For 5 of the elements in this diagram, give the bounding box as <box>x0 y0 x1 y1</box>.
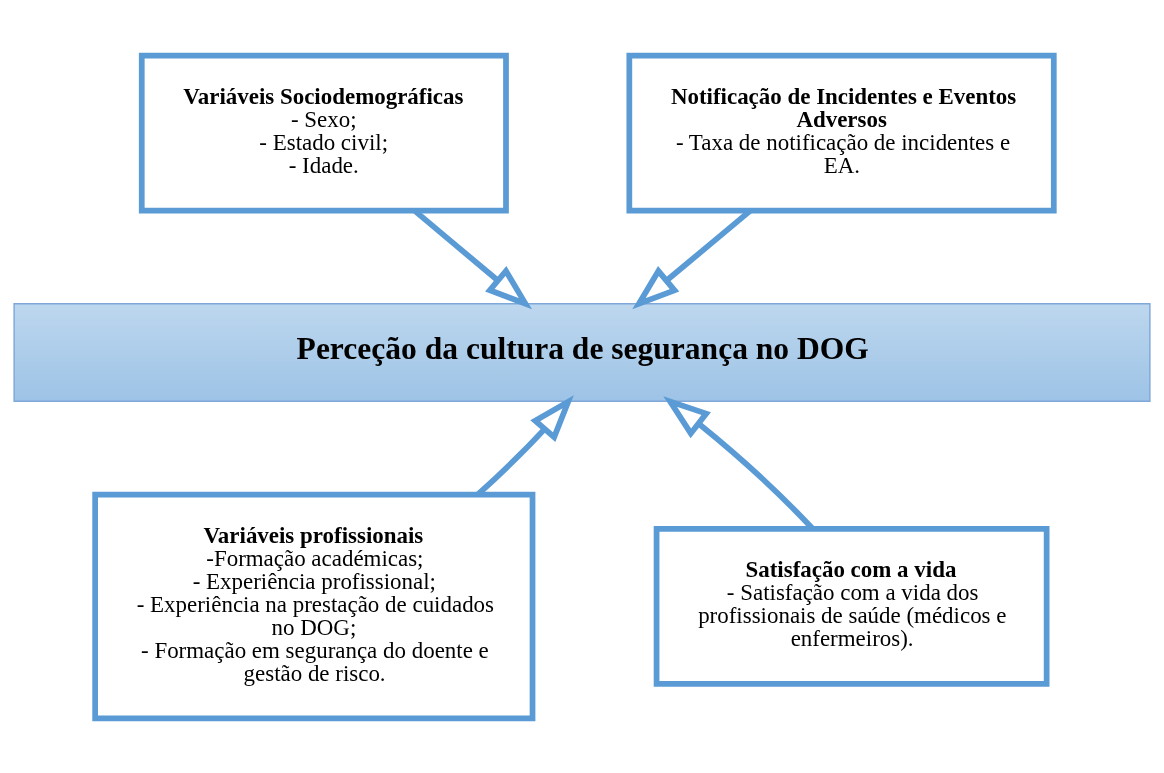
node-box: Variáveis profissionais -Formação académicas; - Experiência profissional; - Experiência na prestação de cuidados no DOG; - Formação em segurança do doente e gestão de risco. <box>92 491 536 721</box>
node-box: Variáveis Sociodemográficas - Sexo; - Estado civil; - Idade. <box>138 52 509 213</box>
node-box: Notificação de Incidentes e Eventos Adversos - Taxa de notificação de incidentes e EA. <box>626 52 1057 213</box>
node-box: Perceção da cultura de segurança no DOG <box>13 302 1151 402</box>
node-box: Satisfação com a vida - Satisfação com a vida dos profissionais de saúde (médicos e enfermeiros). <box>653 525 1050 687</box>
